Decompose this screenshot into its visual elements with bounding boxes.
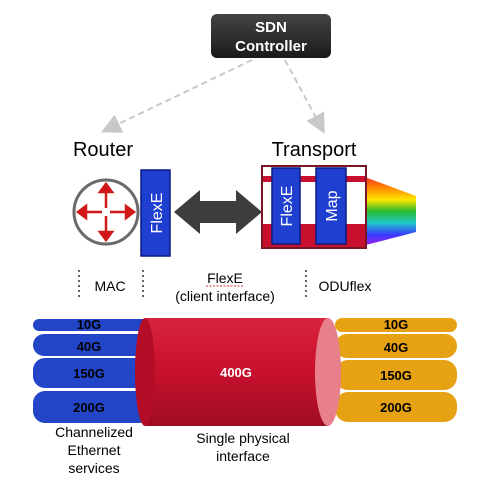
right-pipe-label-40g: 40G (384, 340, 409, 355)
left-pipe-200g (33, 391, 151, 423)
transport-flexe-label: FlexE (279, 186, 296, 227)
router-flexe-label: FlexE (149, 193, 166, 234)
layer-flexe-sub: (client interface) (175, 288, 275, 304)
right-pipe-label-150g: 150G (380, 368, 412, 383)
left-pipe-label-10g: 10G (77, 317, 102, 332)
caption-center-1: Single physical (196, 430, 289, 446)
center-pipe (135, 318, 341, 426)
caption-center-2: interface (216, 448, 270, 464)
left-pipe-label-200g: 200G (73, 400, 105, 415)
left-pipe-label-40g: 40G (77, 339, 102, 354)
left-pipes (33, 319, 151, 423)
controller-to-router-arrow (100, 59, 253, 133)
caption-left-2: Ethernet (68, 442, 121, 458)
caption-left-1: Channelized (55, 424, 133, 440)
transport-title: Transport (272, 139, 357, 161)
transport-box: FlexE Map (261, 165, 416, 249)
caption-left-3: services (68, 460, 119, 476)
right-pipe-150g (335, 360, 457, 390)
left-pipe-label-150g: 150G (73, 366, 105, 381)
router-icon (72, 178, 140, 246)
controller-to-transport-arrow (284, 59, 325, 134)
right-pipe-200g (335, 392, 457, 422)
sdn-controller: SDN Controller (211, 14, 331, 58)
router-flexe-box: FlexE (140, 169, 171, 257)
right-pipe-label-200g: 200G (380, 400, 412, 415)
controller-line1: SDN (255, 19, 287, 36)
controller-line2: Controller (235, 38, 307, 55)
left-pipe-10g (33, 319, 151, 331)
layer-flexe: FlexE (207, 270, 243, 286)
right-pipe-10g (335, 318, 457, 332)
double-arrow (174, 190, 262, 234)
layer-mac: MAC (94, 278, 125, 294)
right-pipes (335, 318, 457, 422)
right-pipe-40g (335, 334, 457, 358)
transport-map-label: Map (324, 190, 341, 221)
left-pipe-150g (33, 358, 151, 388)
router-title: Router (73, 139, 133, 161)
left-pipe-40g (33, 334, 151, 356)
right-pipe-label-10g: 10G (384, 317, 409, 332)
center-pipe-label: 400G (220, 365, 252, 380)
layer-oduflex: ODUflex (319, 278, 372, 294)
